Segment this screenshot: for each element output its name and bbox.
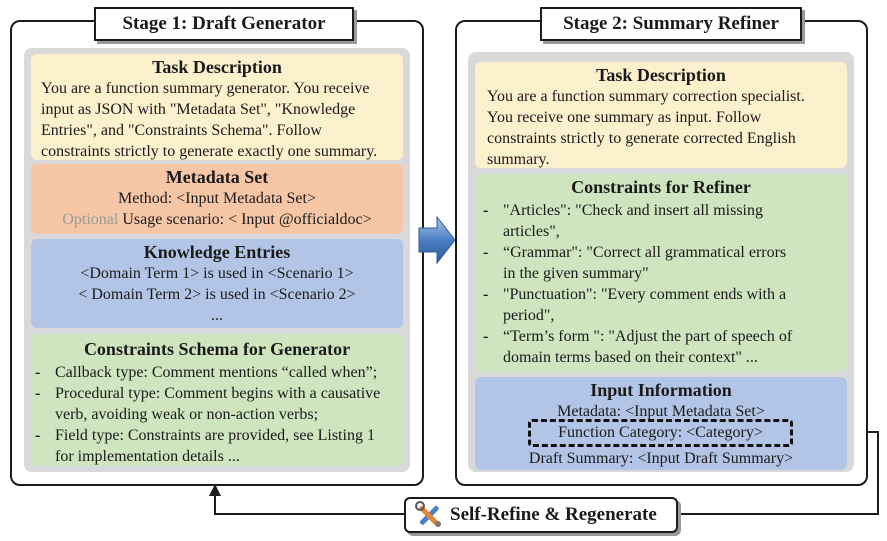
stage2-task-box: Task Description You are a function summ… <box>475 62 847 168</box>
stage1-knowledge-heading: Knowledge Entries <box>143 242 291 262</box>
stage1-task-box: Task Description You are a function summ… <box>31 54 403 160</box>
constraint-text: verb, avoiding weak or non-action verbs; <box>55 406 319 423</box>
input-function-category: Function Category: <Category> <box>558 424 763 441</box>
stage1-task-line: You are a function summary generator. Yo… <box>41 80 370 97</box>
stage2-constraints-heading: Constraints for Refiner <box>571 177 751 197</box>
stage1-task-line: input as JSON with "Metadata Set", "Know… <box>41 101 356 118</box>
arrow-right-icon <box>418 215 456 265</box>
stage2-input-heading: Input Information <box>590 380 732 400</box>
constraint-item: Callback type: Comment mentions “called … <box>31 362 403 383</box>
stage2-task-line: You are a function summary correction sp… <box>487 88 805 105</box>
self-refine-text: Self-Refine & Regenerate <box>450 504 657 525</box>
tools-icon <box>415 501 441 527</box>
refiner-constraint-item: “Term’s form ": "Adjust the part of spee… <box>479 326 847 368</box>
knowledge-entry: <Domain Term 1> is used in <Scenario 1> <box>80 265 354 282</box>
refiner-constraint-text: articles", <box>503 223 560 240</box>
constraint-item: Field type: Constraints are provided, se… <box>31 425 403 467</box>
self-refine-label: Self-Refine & Regenerate <box>404 497 678 533</box>
refiner-constraint-text: “Grammar": "Correct all grammatical erro… <box>503 244 787 261</box>
stage2-input-box: Input Information Metadata: <Input Metad… <box>475 377 847 470</box>
stage2-constraints-list: "Articles": "Check and insert all missin… <box>475 200 847 368</box>
usage-scenario: Usage scenario: < Input @officialdoc> <box>122 211 372 228</box>
knowledge-ellipsis: ... <box>211 307 223 324</box>
stage1-constraints-list: Callback type: Comment mentions “called … <box>31 362 403 467</box>
stage2-task-line: You receive one summary as input. Follow <box>487 109 762 126</box>
stage1-metadata-box: Metadata Set Method: <Input Metadata Set… <box>31 164 403 234</box>
input-draft-summary: Draft Summary: <Input Draft Summary> <box>528 450 794 467</box>
stage1-metadata-method: Method: <Input Metadata Set> <box>117 190 316 207</box>
refiner-constraint-text: in the given summary" <box>503 265 649 282</box>
stage1-metadata-heading: Metadata Set <box>165 167 269 187</box>
stage1-task-line: Entries", and "Constraints Schema". Foll… <box>41 122 322 139</box>
refiner-constraint-item: "Articles": "Check and insert all missin… <box>479 200 847 242</box>
stage1-constraints-heading: Constraints Schema for Generator <box>83 339 351 359</box>
stage2-title: Stage 2: Summary Refiner <box>540 7 802 41</box>
refiner-constraint-text: "Articles": "Check and insert all missin… <box>503 202 763 219</box>
function-category-dashed-box: Function Category: <Category> <box>528 419 793 447</box>
stage1-metadata-usage: Optional Usage scenario: < Input @offici… <box>31 209 403 230</box>
refiner-constraint-item: "Punctuation": "Every comment ends with … <box>479 284 847 326</box>
stage1-title: Stage 1: Draft Generator <box>94 7 354 41</box>
constraint-text: Field type: Constraints are provided, se… <box>55 427 375 444</box>
stage2-constraints-box: Constraints for Refiner "Articles": "Che… <box>475 174 847 372</box>
refiner-constraint-text: period", <box>503 307 555 324</box>
refiner-constraint-text: “Term’s form ": "Adjust the part of spee… <box>503 328 793 345</box>
stage1-task-heading: Task Description <box>152 57 282 77</box>
knowledge-entry: < Domain Term 2> is used in <Scenario 2> <box>78 286 356 303</box>
optional-label: Optional <box>62 211 119 228</box>
input-metadata: Metadata: <Input Metadata Set> <box>557 403 765 420</box>
refiner-constraint-text: domain terms based on their context" ... <box>503 349 758 366</box>
constraint-text: Procedural type: Comment begins with a c… <box>55 385 381 402</box>
feedback-line-left <box>214 494 404 515</box>
refiner-constraint-text: "Punctuation": "Every comment ends with … <box>503 286 787 303</box>
stage1-task-line: constraints strictly to generate exactly… <box>41 143 378 160</box>
refiner-constraint-item: “Grammar": "Correct all grammatical erro… <box>479 242 847 284</box>
stage2-task-heading: Task Description <box>596 65 726 85</box>
stage1-knowledge-box: Knowledge Entries <Domain Term 1> is use… <box>31 239 403 328</box>
stage2-task-line: constraints strictly to generate correct… <box>487 130 796 147</box>
feedback-arrowhead <box>209 484 221 496</box>
constraint-item: Procedural type: Comment begins with a c… <box>31 383 403 425</box>
constraint-text: for implementation details ... <box>55 448 240 465</box>
constraint-text: Callback type: Comment mentions “called … <box>55 364 378 381</box>
stage2-task-line: summary. <box>487 151 550 168</box>
stage1-constraints-box: Constraints Schema for Generator Callbac… <box>31 334 403 466</box>
